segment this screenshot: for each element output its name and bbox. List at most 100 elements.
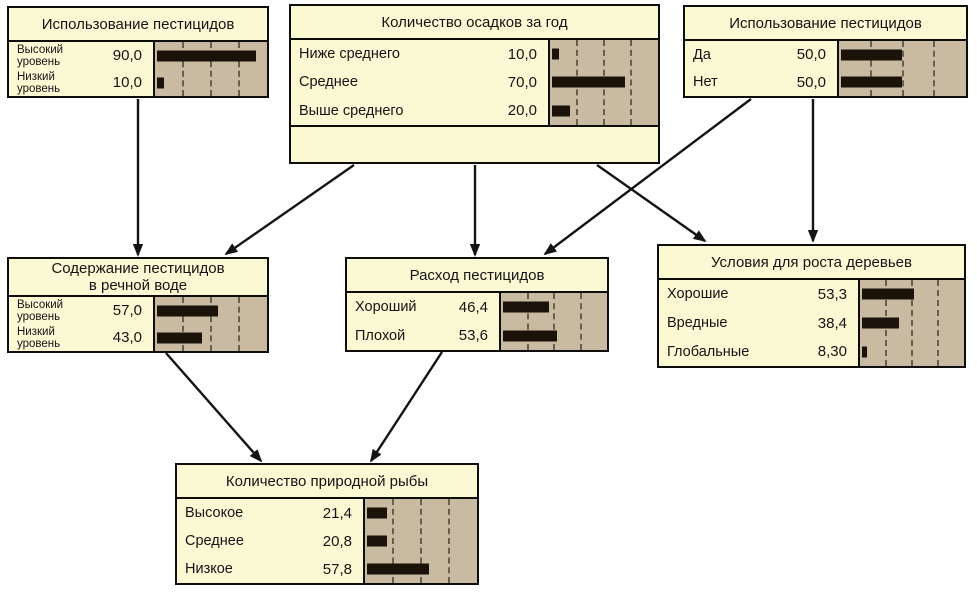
probability-bar xyxy=(367,535,387,547)
bar-cell xyxy=(858,337,964,366)
edge-arrow-pesticide-flow-to-fish-amount xyxy=(369,351,444,463)
probability-bar xyxy=(841,76,902,88)
bar-cell xyxy=(499,293,607,322)
probability-bar xyxy=(157,77,165,88)
bar-cell xyxy=(153,324,267,351)
node-title: Количество осадков за год xyxy=(291,6,658,40)
state-probability-value: 57,0 xyxy=(112,302,142,319)
bar-cell xyxy=(548,68,658,96)
probability-bar xyxy=(862,317,899,329)
probability-bar xyxy=(841,49,902,61)
probability-bar xyxy=(503,330,557,342)
state-row: Среднее 20,8 xyxy=(177,527,477,555)
state-probability-value: 10,0 xyxy=(112,74,142,91)
state-probability-value: 90,0 xyxy=(112,47,142,64)
state-label: Высокий уровень xyxy=(17,43,64,68)
empty-strip xyxy=(291,125,658,162)
bar-cell xyxy=(153,297,267,324)
probability-bar xyxy=(503,301,550,313)
bar-cell xyxy=(363,527,477,555)
bar-gridline xyxy=(448,499,450,583)
state-probability-value: 53,3 xyxy=(817,285,847,303)
state-label: Низкий уровень xyxy=(17,70,61,95)
state-label: Высокое xyxy=(185,505,244,521)
edge-arrow-pesticide-in-river-to-fish-amount xyxy=(165,352,263,463)
bar-cell xyxy=(153,42,267,69)
state-label: Плохой xyxy=(355,327,406,344)
state-probability-value: 8,30 xyxy=(817,343,847,361)
state-probability-value: 46,4 xyxy=(458,298,488,316)
probability-bar xyxy=(552,76,625,88)
bar-gridline xyxy=(553,293,555,350)
probability-bar xyxy=(157,332,203,343)
state-probability-value: 70,0 xyxy=(507,73,537,91)
probability-bar xyxy=(552,48,559,60)
bar-gridline xyxy=(933,41,936,96)
state-probability-value: 53,6 xyxy=(458,327,488,345)
bar-cell xyxy=(548,40,658,68)
state-row: Высокое 21,4 xyxy=(177,499,477,527)
bar-gridline xyxy=(911,280,913,366)
bar-gridline xyxy=(238,297,240,351)
probability-bar xyxy=(367,507,388,519)
state-label-cell: Плохой 53,6 xyxy=(347,322,499,351)
state-probability-value: 21,4 xyxy=(322,504,352,522)
state-label: Низкое xyxy=(185,561,233,577)
state-probability-value: 57,8 xyxy=(322,560,352,578)
bar-cell xyxy=(153,69,267,96)
state-label: Нет xyxy=(693,74,718,91)
state-row: Низкий уровень 10,0 xyxy=(9,69,267,96)
state-row: Высокий уровень 90,0 xyxy=(9,42,267,69)
state-probability-value: 20,8 xyxy=(322,532,352,550)
edge-arrow-rainfall-to-tree-growth xyxy=(596,164,707,243)
bar-gridline xyxy=(901,41,904,96)
bar-cell xyxy=(548,97,658,125)
node-title: Количество природной рыбы xyxy=(177,465,477,499)
state-probability-value: 43,0 xyxy=(112,329,142,346)
state-row: Низкое 57,8 xyxy=(177,555,477,583)
bar-gridline xyxy=(392,499,394,583)
bar-gridline xyxy=(937,280,939,366)
state-probability-value: 10,0 xyxy=(507,45,537,63)
bar-gridline xyxy=(182,297,184,351)
edge-arrow-rainfall-to-pesticide-in-river xyxy=(224,164,355,256)
probability-bar xyxy=(552,105,570,117)
state-label: Среднее xyxy=(185,533,244,549)
state-probability-value: 50,0 xyxy=(796,46,826,64)
node-title: Условия для роста деревьев xyxy=(659,246,964,280)
bar-gridline xyxy=(210,42,212,96)
